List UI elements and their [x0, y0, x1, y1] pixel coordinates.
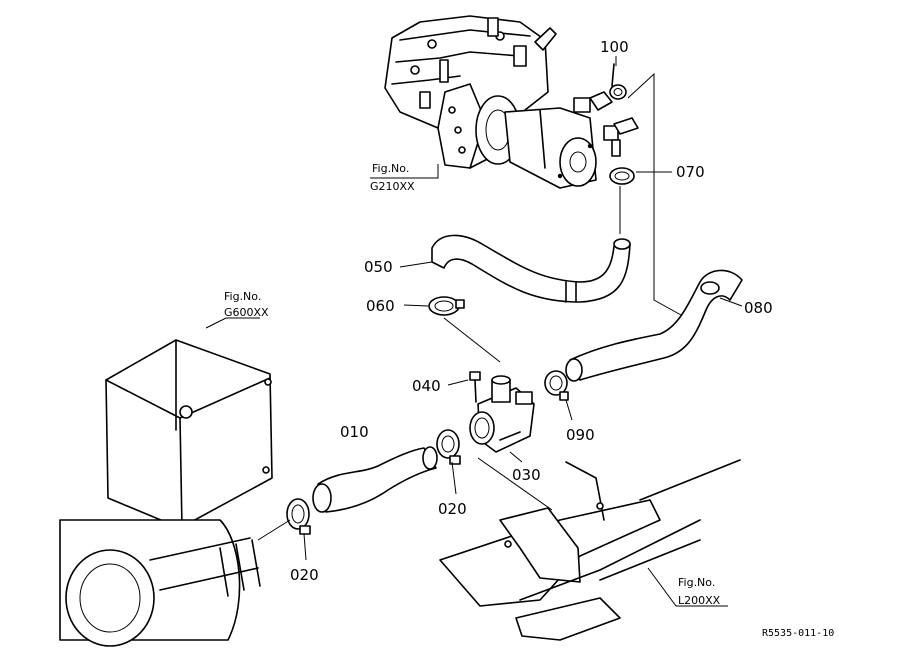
clamp-060 — [428, 296, 501, 363]
radiator-shroud — [59, 339, 291, 647]
drawing-code: R5535-011-10 — [762, 628, 834, 639]
figref-l200-line1: Fig.No. — [678, 576, 715, 589]
clamp-020-right — [436, 429, 461, 465]
hose-050 — [431, 234, 631, 303]
clamp-020-left — [286, 498, 311, 535]
clamp-100 — [609, 63, 627, 100]
figref-g600-line1: Fig.No. — [224, 290, 261, 303]
label-030: 030 — [512, 466, 541, 484]
hose-080 — [565, 269, 743, 382]
label-100: 100 — [600, 38, 629, 56]
leader-pump-to-080 — [627, 72, 691, 321]
label-090: 090 — [566, 426, 595, 444]
figref-l200-line2: L200XX — [678, 594, 721, 607]
label-020-left: 020 — [290, 566, 319, 584]
label-010: 010 — [340, 423, 369, 441]
pipe-fitting-030 — [469, 375, 535, 453]
label-020-right: 020 — [438, 500, 467, 518]
label-070: 070 — [676, 163, 705, 181]
clamp-090 — [544, 370, 569, 401]
label-050: 050 — [364, 258, 393, 276]
figref-g210-line2: G210XX — [370, 180, 415, 193]
figref-g210-line1: Fig.No. — [372, 162, 409, 175]
figref-g600-line2: G600XX — [224, 306, 269, 319]
label-040: 040 — [412, 377, 441, 395]
bolt-040 — [469, 371, 481, 403]
clamp-070 — [609, 167, 635, 185]
hose-010 — [312, 446, 438, 513]
hydraulic-pump-assembly — [384, 15, 639, 189]
leader-lines — [205, 56, 743, 607]
label-060: 060 — [366, 297, 395, 315]
frame-structure — [439, 457, 741, 641]
label-080: 080 — [744, 299, 773, 317]
